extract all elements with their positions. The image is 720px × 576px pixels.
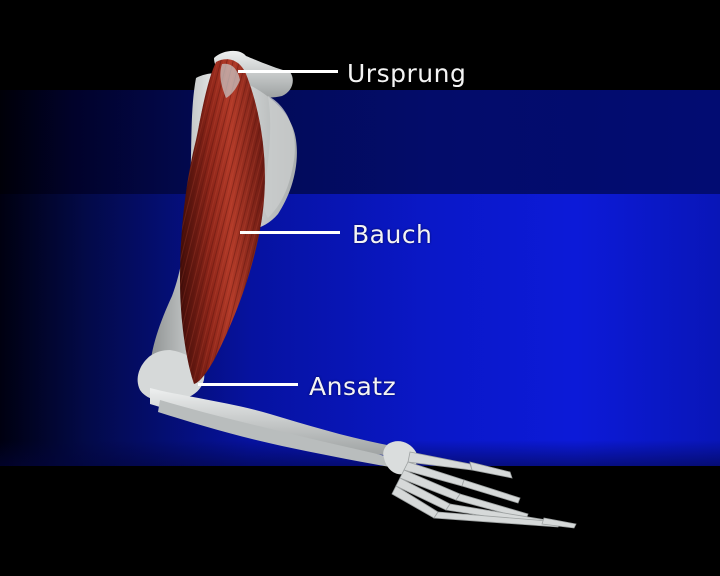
background-band-lower bbox=[0, 194, 720, 466]
origin-label: Ursprung bbox=[347, 59, 467, 88]
insertion-leader-line bbox=[198, 383, 298, 386]
origin-leader-line bbox=[238, 70, 338, 73]
hand-bones bbox=[391, 451, 577, 529]
insertion-label: Ansatz bbox=[309, 372, 397, 401]
belly-label: Bauch bbox=[352, 220, 433, 249]
elbow-bone bbox=[137, 350, 205, 402]
forearm-bone bbox=[150, 388, 400, 456]
background-band-upper bbox=[0, 90, 720, 194]
biceps-muscle bbox=[180, 59, 265, 385]
belly-leader-line bbox=[240, 231, 340, 234]
